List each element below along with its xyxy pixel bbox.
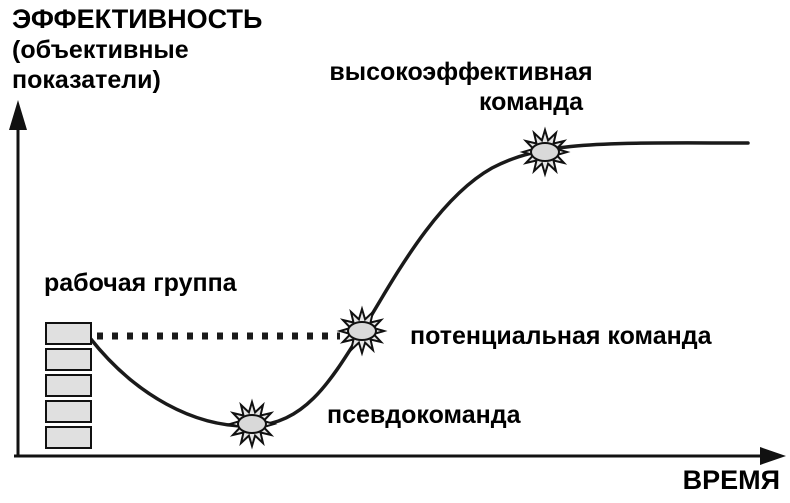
pseudo-team-label: псевдокоманда <box>327 401 522 429</box>
working-group-block <box>45 400 92 423</box>
y-axis-title-line2: (объективные <box>12 36 189 64</box>
high-team-label-line1: высокоэффективная <box>329 58 592 86</box>
working-group-label: рабочая группа <box>44 269 238 297</box>
x-axis-arrow-icon <box>760 447 786 465</box>
working-group-block <box>45 426 92 449</box>
y-axis-title-line1: ЭФФЕКТИВНОСТЬ <box>12 4 262 34</box>
pseudo-team-star-icon <box>229 401 275 447</box>
working-group-block-stack <box>45 322 92 449</box>
working-group-block <box>45 348 92 371</box>
working-group-block <box>45 322 92 345</box>
y-axis-arrow-icon <box>9 100 27 130</box>
potential-team-star-icon <box>339 308 385 354</box>
high-team-star-icon <box>522 129 568 175</box>
high-team-label-line2: команда <box>479 88 584 116</box>
y-axis-title-line3: показатели) <box>12 66 161 94</box>
working-group-block <box>45 374 92 397</box>
potential-team-label: потенциальная команда <box>410 322 713 350</box>
x-axis-label: ВРЕМЯ <box>683 465 780 495</box>
